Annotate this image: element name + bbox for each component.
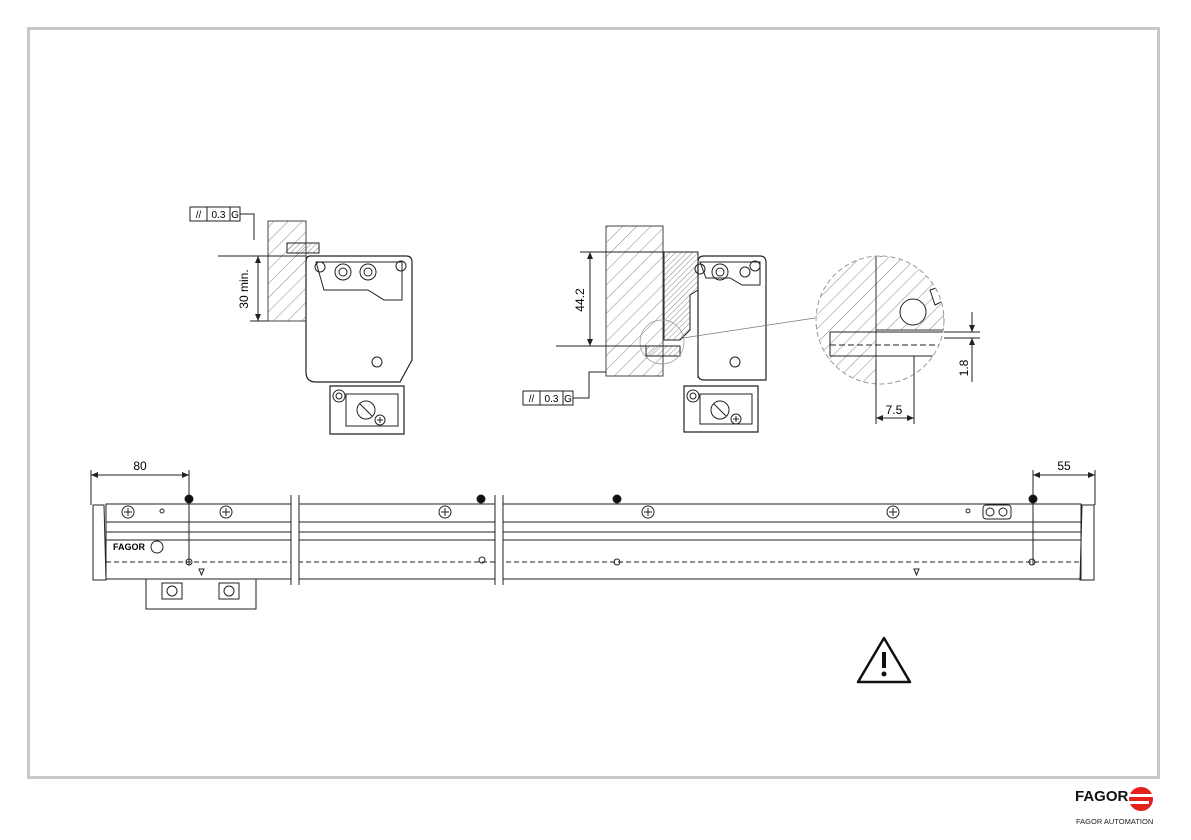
mounting-surface-hatch (268, 221, 306, 321)
middle-section-view (556, 226, 815, 432)
scale-elevation (91, 470, 1095, 609)
left-section-view (218, 214, 412, 434)
shim-mid (646, 346, 680, 356)
dim-gap: 1.8 (957, 359, 971, 376)
footer-logo-text: FAGOR (1075, 788, 1128, 805)
tolerance-frame-middle: // 0.3 G (523, 391, 573, 405)
dim-min-depth: 30 min. (237, 269, 251, 308)
tolerance-middle-symbol: // (529, 394, 535, 405)
dim-right-offset: 55 (1057, 459, 1071, 473)
shim (287, 243, 319, 253)
tolerance-frame-left: // 0.3 G (190, 207, 240, 221)
reader-body (306, 256, 412, 382)
warning-triangle-icon (858, 638, 910, 682)
tolerance-left-value: 0.3 (212, 210, 226, 221)
tolerance-left-datum: G (231, 210, 239, 221)
dim-height: 44.2 (573, 288, 587, 312)
tolerance-middle-value: 0.3 (545, 394, 559, 405)
scale-profile (664, 252, 698, 340)
scale-logo: FAGOR (113, 541, 163, 553)
reader-body-mid (698, 256, 766, 380)
footer-company: FAGOR AUTOMATION (1076, 817, 1153, 826)
dim-width: 7.5 (886, 403, 903, 417)
scale-logo-text: FAGOR (113, 542, 146, 552)
detail-view (810, 250, 980, 424)
screw-row (122, 505, 1011, 519)
tolerance-left-symbol: // (196, 210, 202, 221)
dim-left-offset: 80 (133, 459, 147, 473)
tolerance-middle-datum: G (564, 394, 572, 405)
